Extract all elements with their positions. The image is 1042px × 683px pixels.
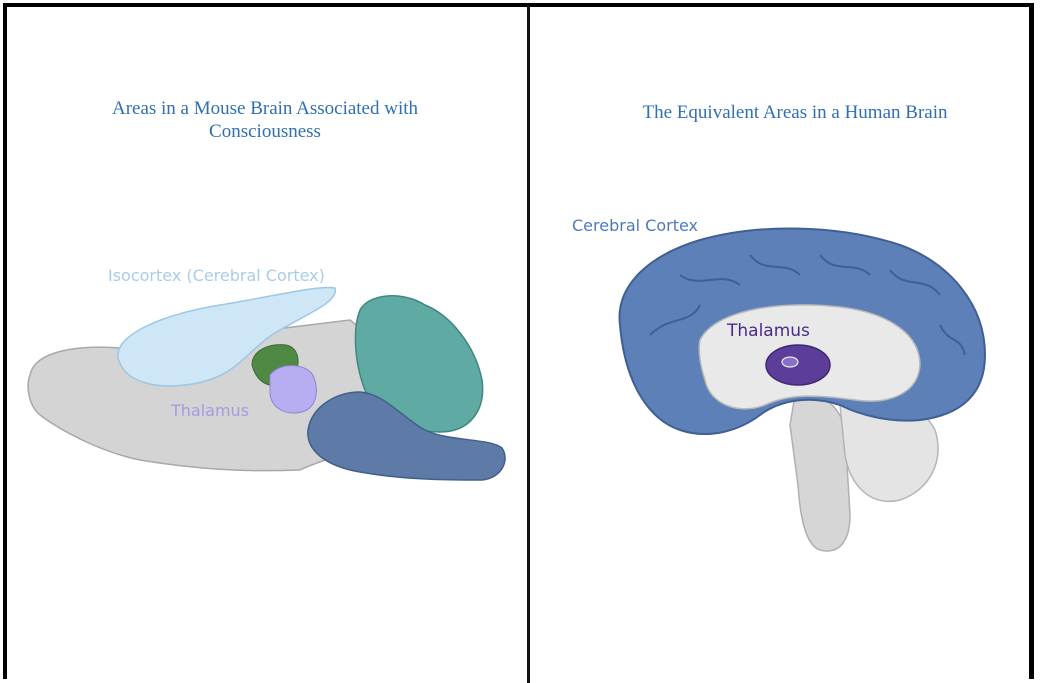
mouse-brain-diagram xyxy=(20,180,540,680)
cerebral-cortex-label: Cerebral Cortex xyxy=(572,216,698,235)
mouse-panel-title: Areas in a Mouse Brain Associated with C… xyxy=(60,97,470,143)
mouse-thalamus xyxy=(270,366,316,413)
isocortex-label: Isocortex (Cerebral Cortex) xyxy=(108,266,325,285)
human-brain-diagram xyxy=(600,215,1020,575)
human-thalamus-inner xyxy=(782,357,798,367)
human-thalamus-label: Thalamus xyxy=(727,321,810,341)
mouse-thalamus-label: Thalamus xyxy=(171,401,249,420)
human-panel-title: The Equivalent Areas in a Human Brain xyxy=(590,101,1000,124)
human-thalamus xyxy=(766,345,830,385)
